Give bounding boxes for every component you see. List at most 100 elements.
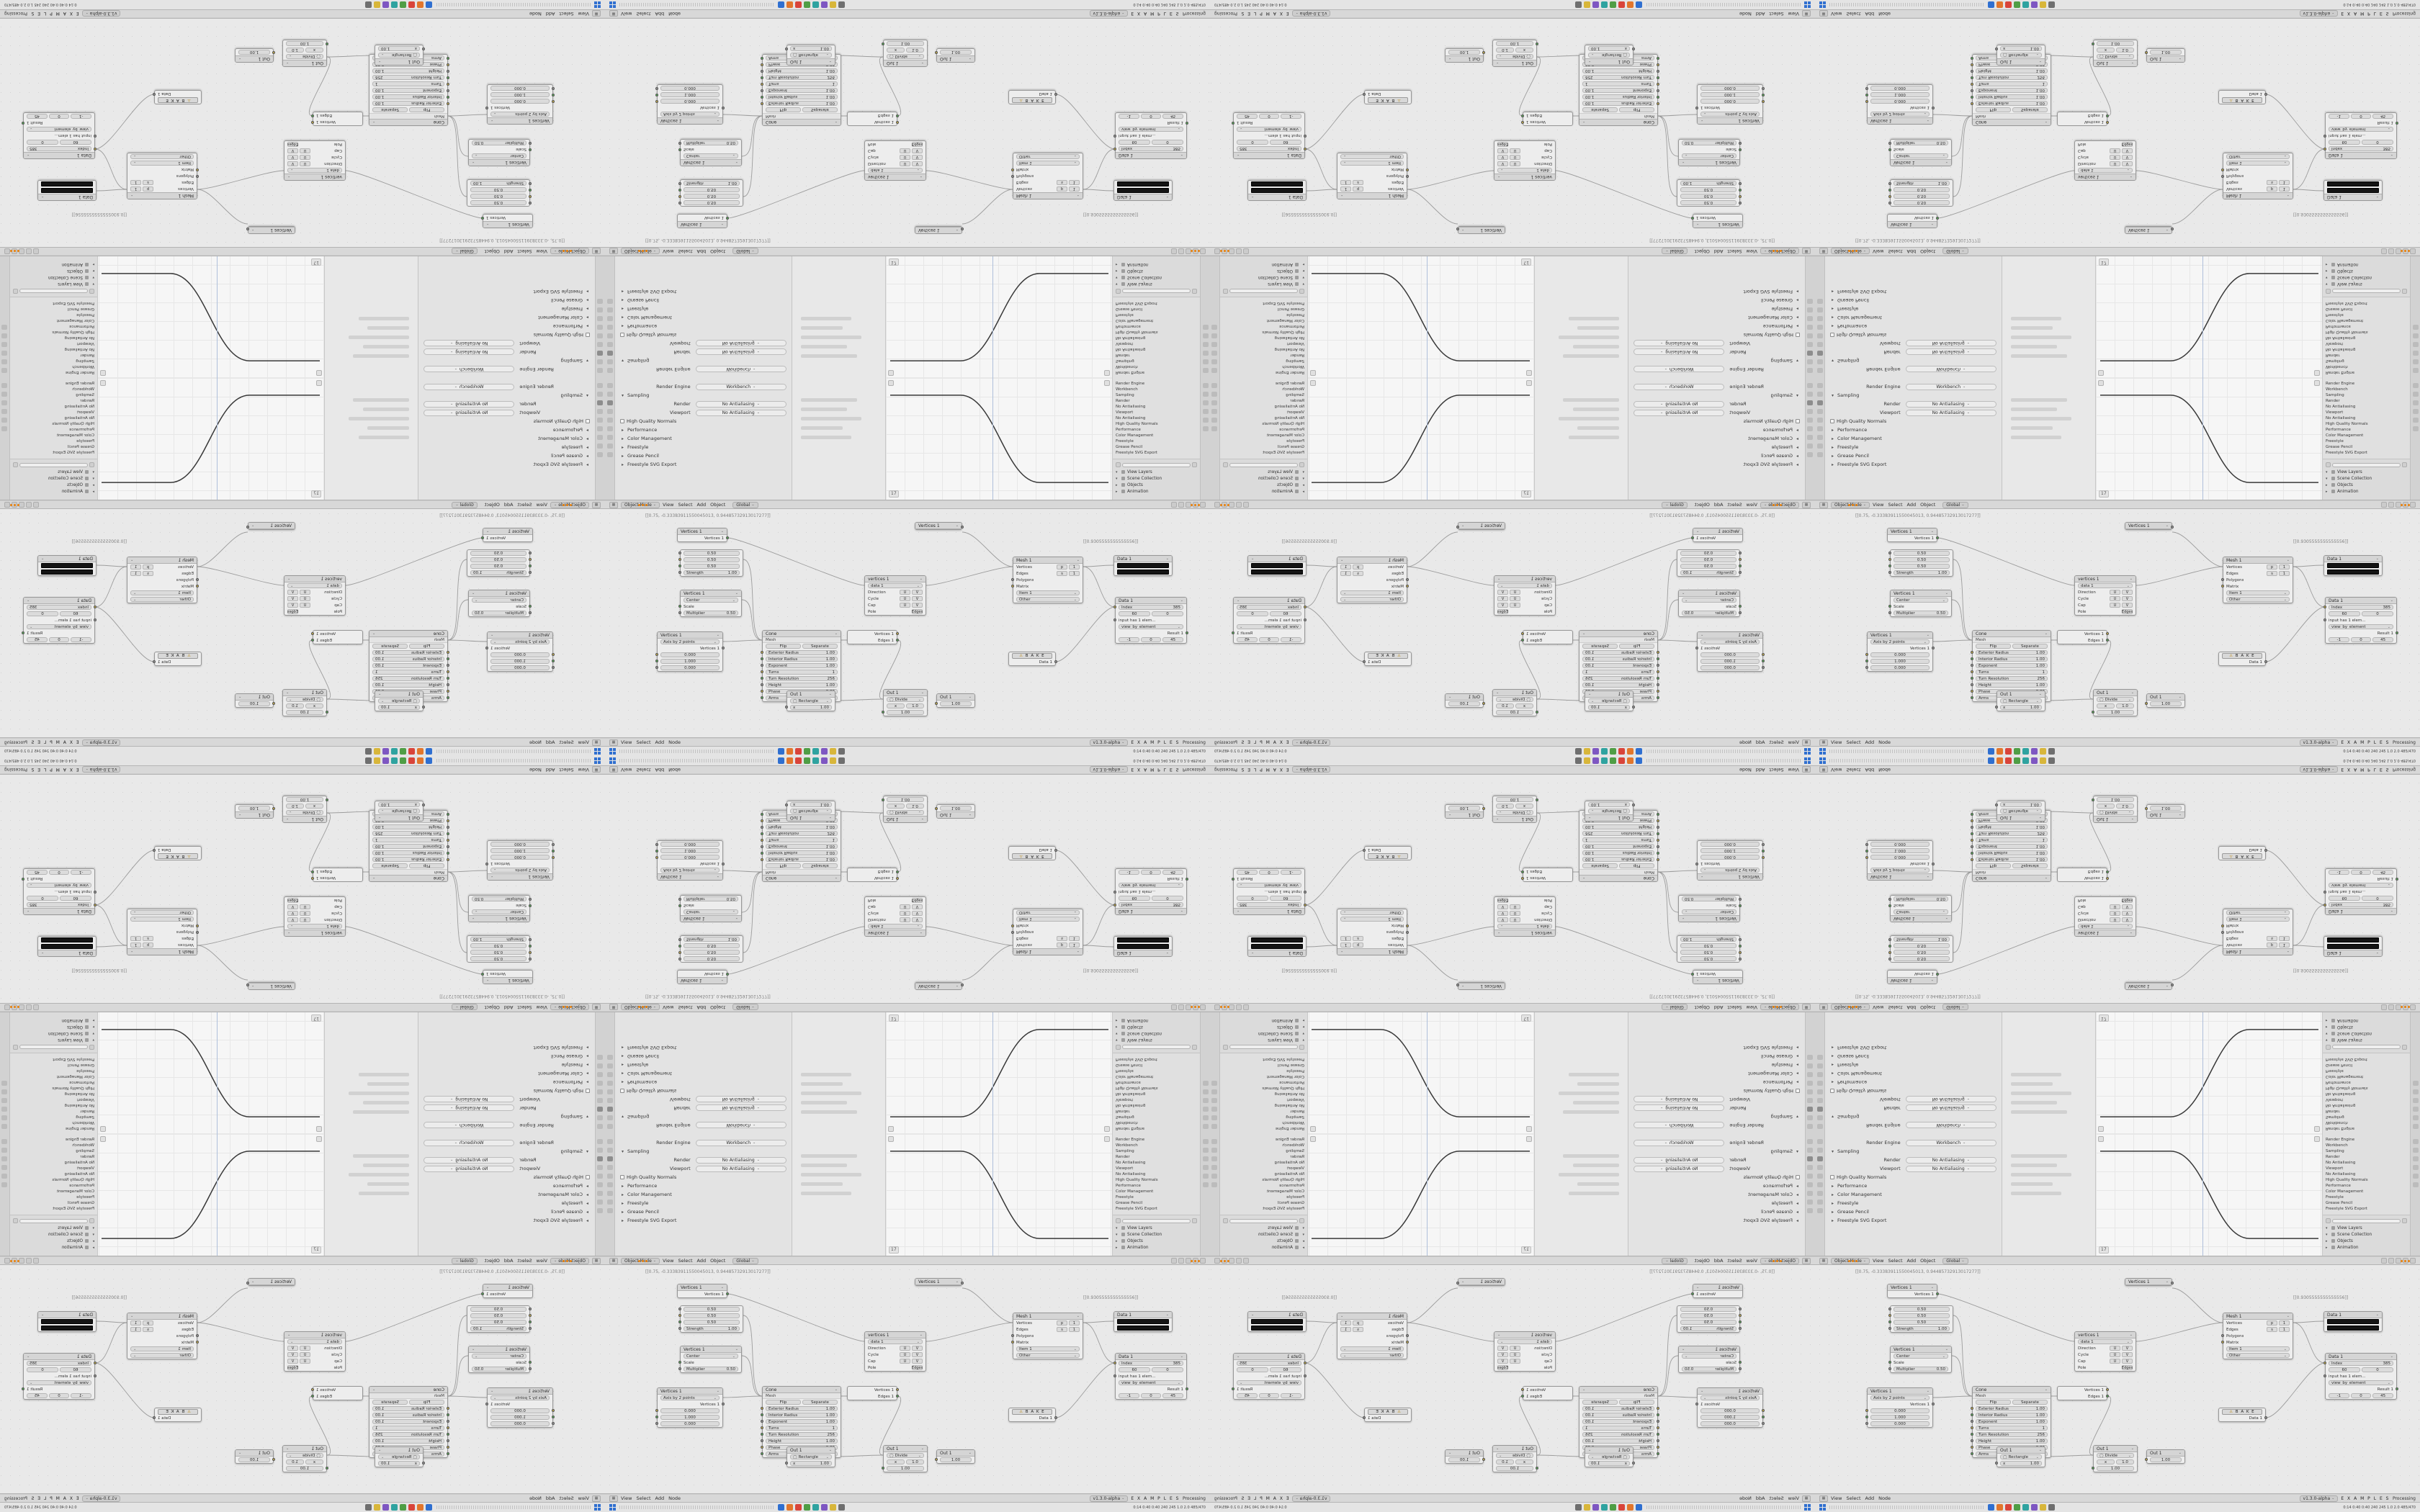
output-socket[interactable] xyxy=(246,228,249,230)
node-row[interactable]: Scale xyxy=(678,902,741,909)
taskbar-app-icon[interactable] xyxy=(812,757,819,764)
disclosure-triangle-icon[interactable]: ▸ xyxy=(1831,323,1834,329)
menu-select[interactable]: Select xyxy=(517,248,532,254)
input-socket[interactable] xyxy=(447,670,449,673)
node-row[interactable] xyxy=(38,187,96,194)
outliner-row-scene-collection[interactable]: ▾Scene Collection xyxy=(1258,1232,1304,1237)
dropdown[interactable]: Other xyxy=(130,597,194,602)
graph-corner-button[interactable] xyxy=(1526,370,1532,376)
properties-tab[interactable] xyxy=(597,383,604,388)
input-socket[interactable] xyxy=(529,945,532,948)
node-header[interactable]: Mesh 1 xyxy=(2223,192,2293,199)
node-header[interactable]: Data 1 xyxy=(1248,950,1306,956)
value-field[interactable]: 0.50 xyxy=(1680,956,1736,961)
output-socket[interactable] xyxy=(1936,536,1939,539)
node-row[interactable]: Matrix xyxy=(127,583,199,590)
value-field[interactable]: 0.50 xyxy=(684,943,740,948)
grid-cell[interactable]: p xyxy=(2267,1320,2277,1326)
node-row[interactable]: 0.50 xyxy=(467,186,532,193)
sidebar-tab[interactable] xyxy=(1,333,8,338)
output-socket[interactable] xyxy=(1232,122,1234,125)
node-row[interactable]: 0.000 xyxy=(1698,1421,1765,1427)
toggle-button[interactable]: Flip xyxy=(1976,863,2011,868)
input-socket[interactable] xyxy=(761,102,763,105)
input-socket[interactable] xyxy=(1739,564,1742,567)
sidebar-tab[interactable] xyxy=(1202,383,1209,388)
dropdown[interactable]: Axis by 2 points xyxy=(1700,868,1760,873)
properties-tab[interactable] xyxy=(1816,1107,1823,1112)
taskbar-app-icon[interactable] xyxy=(795,757,802,764)
node-row[interactable]: 0.50 xyxy=(467,1319,532,1326)
input-socket[interactable] xyxy=(447,813,449,816)
input-socket[interactable] xyxy=(935,807,938,810)
prop-row-freestyle-svg-export[interactable]: ▸Freestyle SVG Export xyxy=(621,289,677,294)
grid-cell[interactable]: U xyxy=(1510,1359,1520,1364)
grid-cell[interactable]: 1 xyxy=(130,936,141,941)
node-row[interactable]: 0.000 xyxy=(1865,652,1932,658)
node-header[interactable]: Out 1 xyxy=(283,60,326,66)
dropdown[interactable]: Center xyxy=(1894,909,1948,914)
outliner-row-animation[interactable]: ▸Animation xyxy=(1116,1245,1149,1250)
prop-value-dropdown[interactable]: Workbench xyxy=(424,1139,515,1146)
toggle-button[interactable]: Flip xyxy=(766,1400,801,1405)
node-row[interactable]: input has 1 elem... xyxy=(1113,1373,1186,1380)
prop-row-freestyle-svg-export[interactable]: ▸Freestyle SVG Export xyxy=(533,1045,589,1050)
disclosure-triangle-icon[interactable]: ▸ xyxy=(586,306,589,312)
prop-row-sampling[interactable]: ▾Sampling xyxy=(1831,358,1860,364)
node-row[interactable]: Data 1 xyxy=(2219,847,2267,853)
disclosure-triangle-icon[interactable]: ▾ xyxy=(1831,1148,1834,1154)
grid-cell[interactable]: U xyxy=(900,1346,910,1351)
input-socket[interactable] xyxy=(2092,798,2094,801)
menu-select[interactable]: Select xyxy=(517,1258,532,1264)
node-out-1[interactable]: Out 11.00 xyxy=(2145,1449,2185,1464)
disclosure-triangle-icon[interactable]: ▾ xyxy=(92,1038,94,1043)
grid-cell[interactable]: p xyxy=(143,186,153,192)
input-socket[interactable] xyxy=(1865,666,1868,669)
input-socket[interactable] xyxy=(761,657,763,660)
node-row[interactable]: view_by_element xyxy=(2326,1380,2396,1386)
properties-tab[interactable] xyxy=(597,333,604,338)
node-header[interactable]: Out 1 xyxy=(1493,816,1536,822)
editor-type-icon[interactable]: ▦ xyxy=(609,739,618,746)
outliner-options-icon[interactable] xyxy=(1223,289,1228,294)
sidebar-tab[interactable] xyxy=(1202,392,1209,397)
outliner-row-scene-collection[interactable]: ▾Scene Collection xyxy=(2326,1031,2372,1036)
taskbar-app-icon[interactable] xyxy=(795,748,802,755)
version-selector[interactable]: v1.3.0-alpha xyxy=(1089,10,1129,17)
value-cell[interactable]: 0 xyxy=(48,637,70,642)
taskbar-app-icon[interactable] xyxy=(838,748,845,755)
prop-value-dropdown[interactable]: Workbench xyxy=(1905,1122,1996,1129)
node-row[interactable]: Edges 1 xyxy=(848,868,899,875)
value-field[interactable]: 0.50 xyxy=(1894,551,1950,556)
input-socket[interactable] xyxy=(552,850,555,852)
node-row[interactable]: Scale xyxy=(1888,146,1951,153)
properties-tab[interactable] xyxy=(606,400,613,405)
disclosure-triangle-icon[interactable]: ▾ xyxy=(92,476,94,481)
outliner-row-view-layers[interactable]: ▾View Layers xyxy=(1268,1225,1304,1230)
graph-corner-button[interactable] xyxy=(2314,380,2320,386)
taskbar-app-icon[interactable] xyxy=(1584,748,1590,755)
node-row[interactable]: input has 1 elem... xyxy=(24,1373,97,1380)
node-row[interactable]: Data 1 xyxy=(2219,1415,2267,1421)
disclosure-triangle-icon[interactable]: ▸ xyxy=(621,1079,624,1085)
value-field[interactable]: 0.50 xyxy=(1894,1320,1950,1325)
value-field[interactable]: 0.000 xyxy=(1870,855,1930,860)
